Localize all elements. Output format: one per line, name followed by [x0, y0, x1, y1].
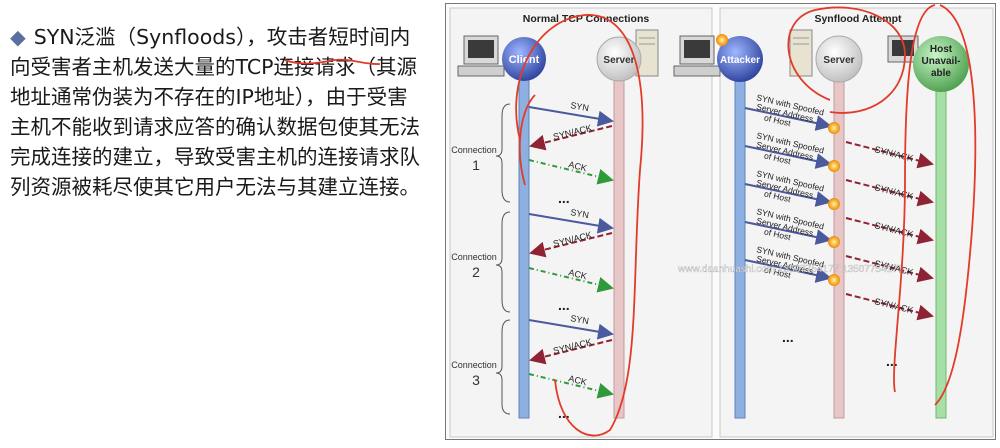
slide-paragraph: SYN泛滥（Synfloods），攻击者短时间内向受害者主机发送大量的TCP连接… [10, 25, 420, 199]
left-title: Normal TCP Connections [523, 13, 650, 25]
host-label-1: Host [930, 44, 953, 55]
server-label-left: Server [603, 55, 634, 66]
attacker-star-icon [716, 34, 728, 46]
host-label-3: able [931, 68, 951, 79]
client-timeline [519, 78, 529, 418]
attacker-timeline [735, 78, 745, 418]
server-label-right: Server [823, 55, 854, 66]
spoofed-syn-2-burst-icon [828, 160, 840, 172]
spoofed-syn-4-burst-icon [828, 236, 840, 248]
spoofed-syn-5-burst-icon [828, 274, 840, 286]
connection-3-dots: ... [558, 405, 570, 421]
figure-svg: Normal TCP Connections Synflood Attempt … [446, 4, 996, 440]
connection-2-word: Connection [451, 252, 497, 262]
connection-2-number: 2 [472, 264, 480, 280]
right-title: Synflood Attempt [814, 13, 902, 25]
spoofed-syn-3-burst-icon [828, 198, 840, 210]
server-tower-icon-right [790, 30, 812, 76]
diamond-bullet-icon: ◆ [10, 25, 26, 49]
client-computer-icon [458, 36, 504, 76]
spoofed-syn-1-burst-icon [828, 122, 840, 134]
host-timeline [936, 78, 946, 418]
host-computer-icon [888, 36, 918, 62]
right-dots-left: ... [782, 329, 794, 345]
connection-1-word: Connection [451, 145, 497, 155]
host-label-2: Unavail- [922, 56, 961, 67]
attacker-computer-icon [674, 36, 720, 76]
client-label: Client [509, 54, 540, 66]
connection-2-dots: ... [558, 297, 570, 313]
connection-1-number: 1 [472, 157, 480, 173]
tcp-synflood-figure: Normal TCP Connections Synflood Attempt … [445, 3, 996, 440]
watermark-text: www.daanhuashi.com 13507754177 135077541… [677, 264, 904, 275]
connection-3-word: Connection [451, 360, 497, 370]
connection-3-number: 3 [472, 372, 480, 388]
attacker-label: Attacker [720, 55, 760, 66]
slide-paragraph-block: ◆SYN泛滥（Synfloods），攻击者短时间内向受害者主机发送大量的TCP连… [10, 22, 420, 202]
connection-1-dots: ... [558, 190, 570, 206]
server-timeline-left [614, 78, 624, 418]
right-dots-right: ... [886, 353, 898, 369]
